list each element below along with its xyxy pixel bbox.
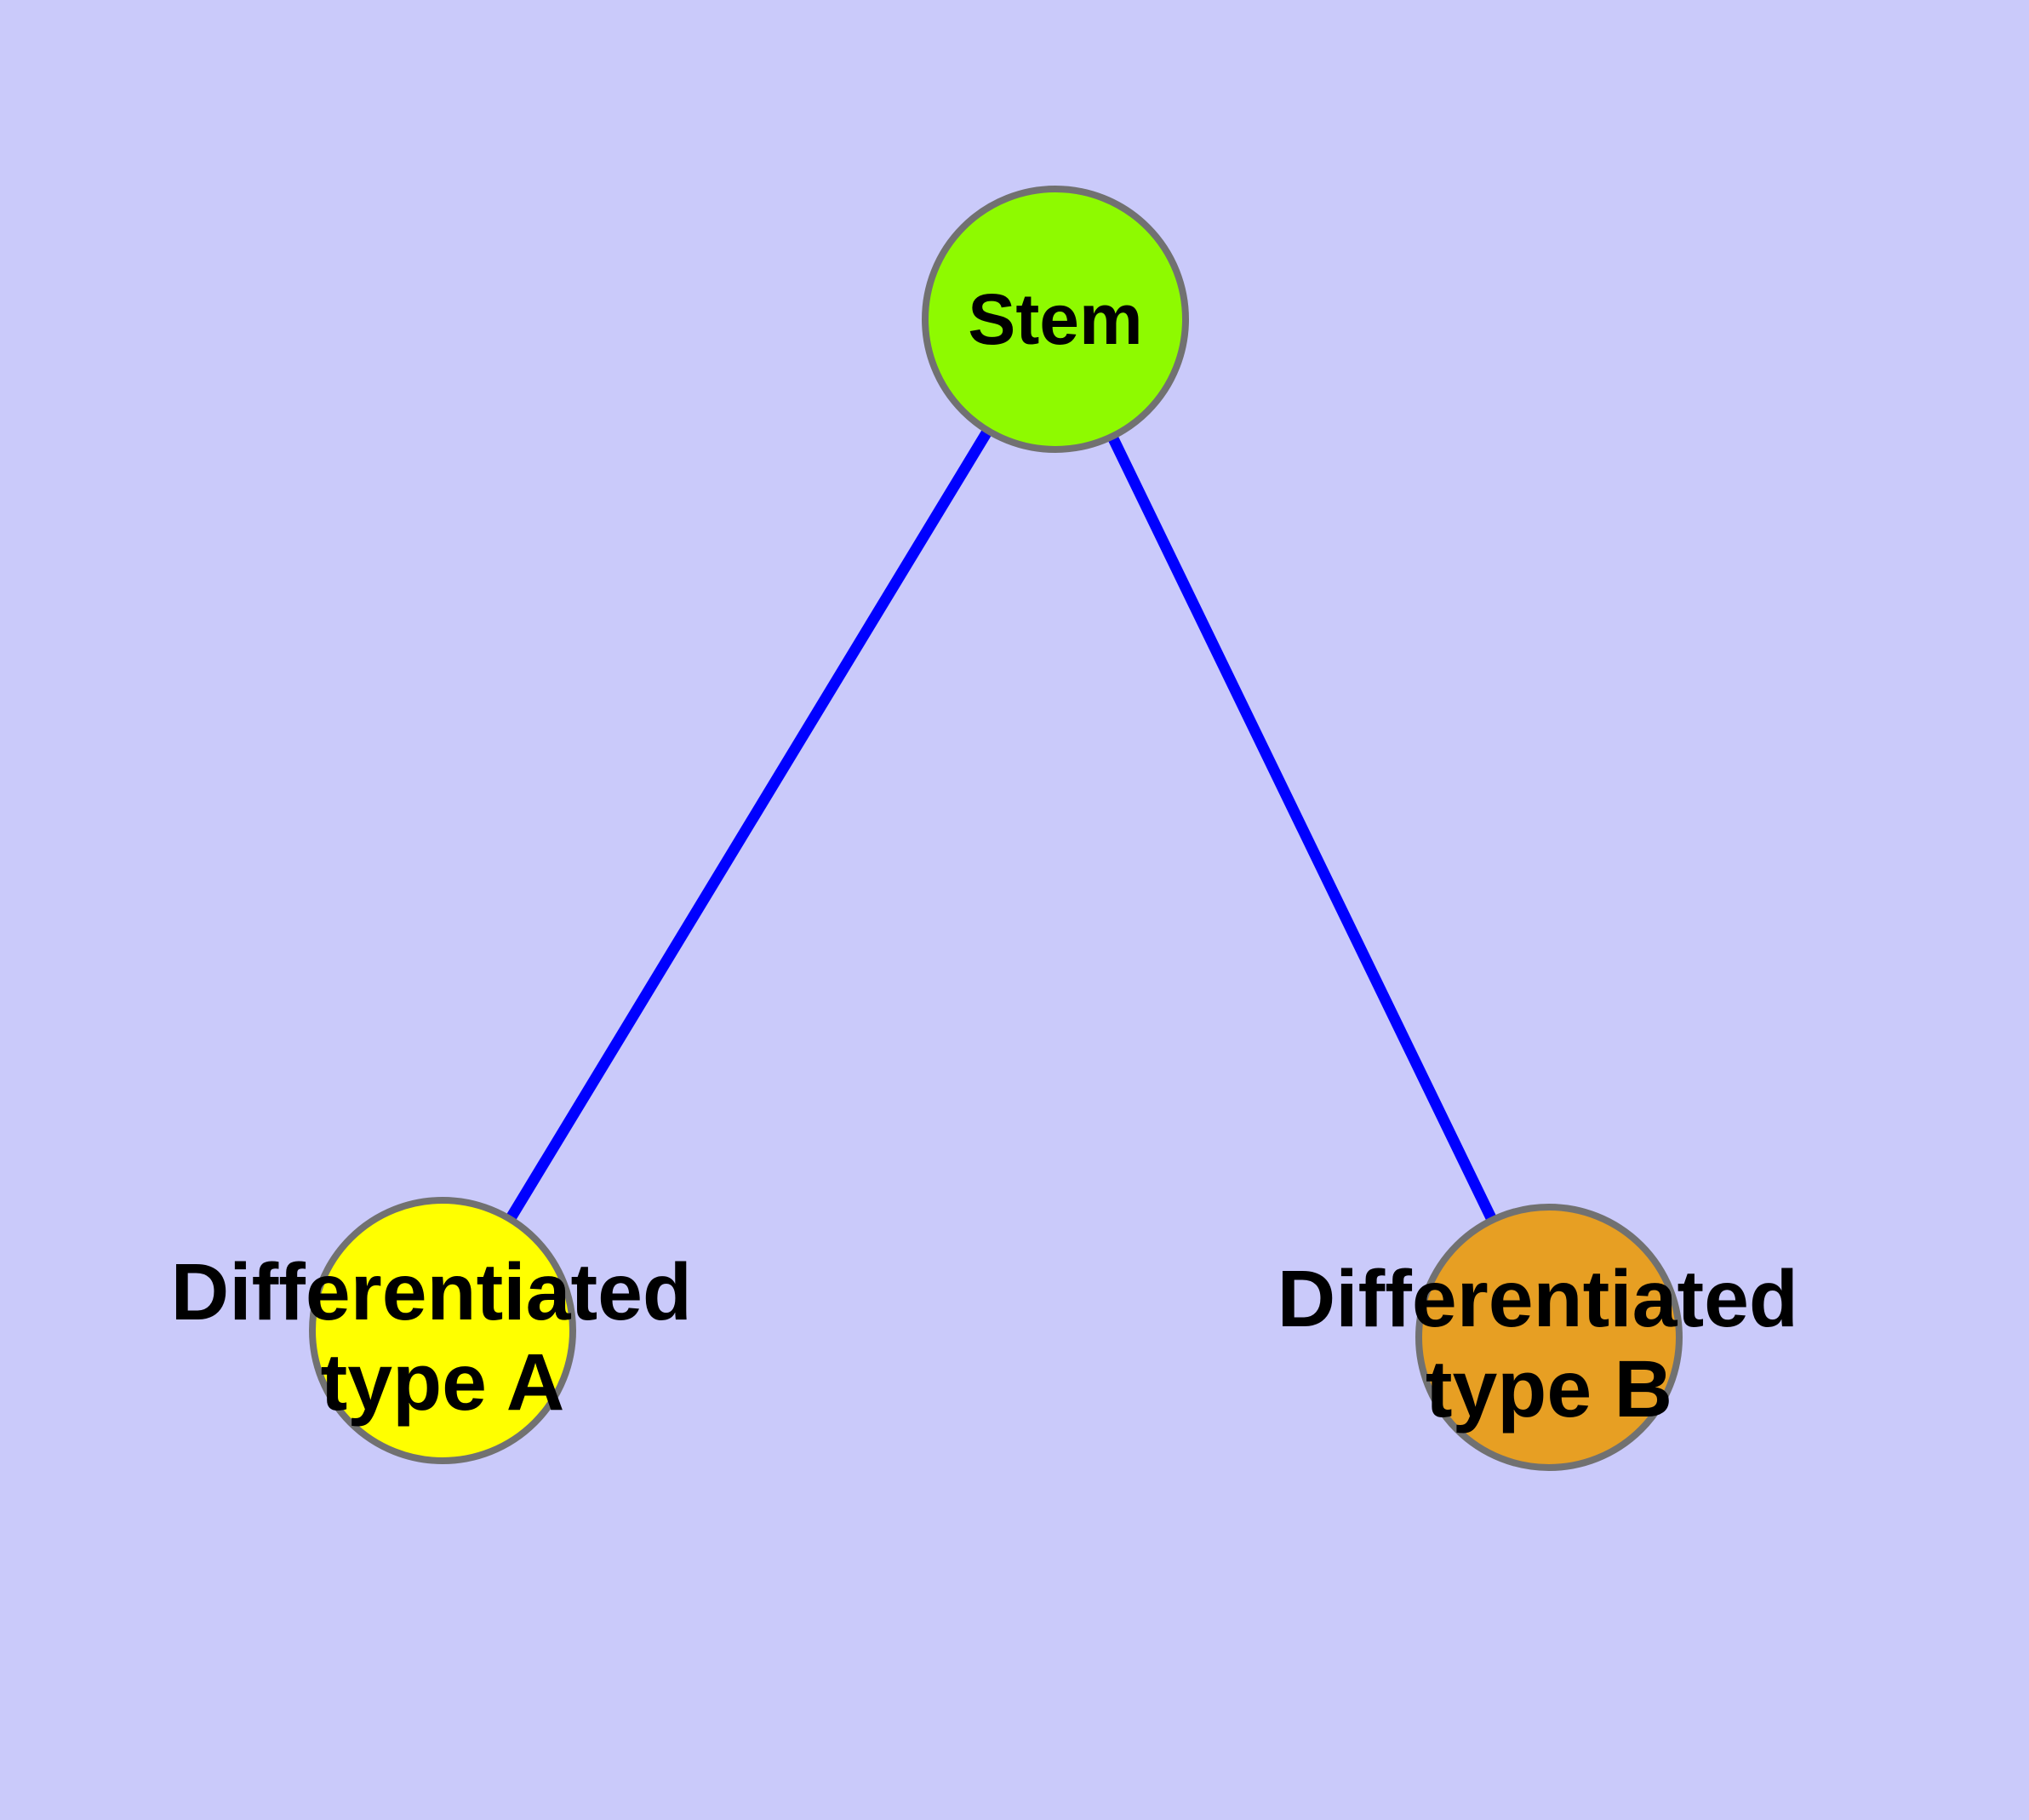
node-stem-label: Stem xyxy=(968,279,1142,359)
node-differentiated-type-b-label-line1: Differentiated xyxy=(1277,1254,1798,1344)
node-differentiated-type-a-label: Differentiated type A xyxy=(171,1247,715,1428)
node-stem xyxy=(922,186,1189,453)
node-differentiated-type-a-label-line2: type A xyxy=(321,1337,565,1428)
edge-stem-to-type-b xyxy=(1050,317,1554,1340)
node-differentiated-type-a xyxy=(309,1197,576,1464)
node-differentiated-type-b-label-line2: type B xyxy=(1426,1344,1672,1434)
edge-stem-to-type-a xyxy=(437,316,1060,1334)
node-differentiated-type-b-label: Differentiated type B xyxy=(1277,1254,1821,1434)
node-differentiated-type-a-label-line1: Differentiated xyxy=(171,1247,692,1337)
node-differentiated-type-b xyxy=(1415,1204,1683,1471)
